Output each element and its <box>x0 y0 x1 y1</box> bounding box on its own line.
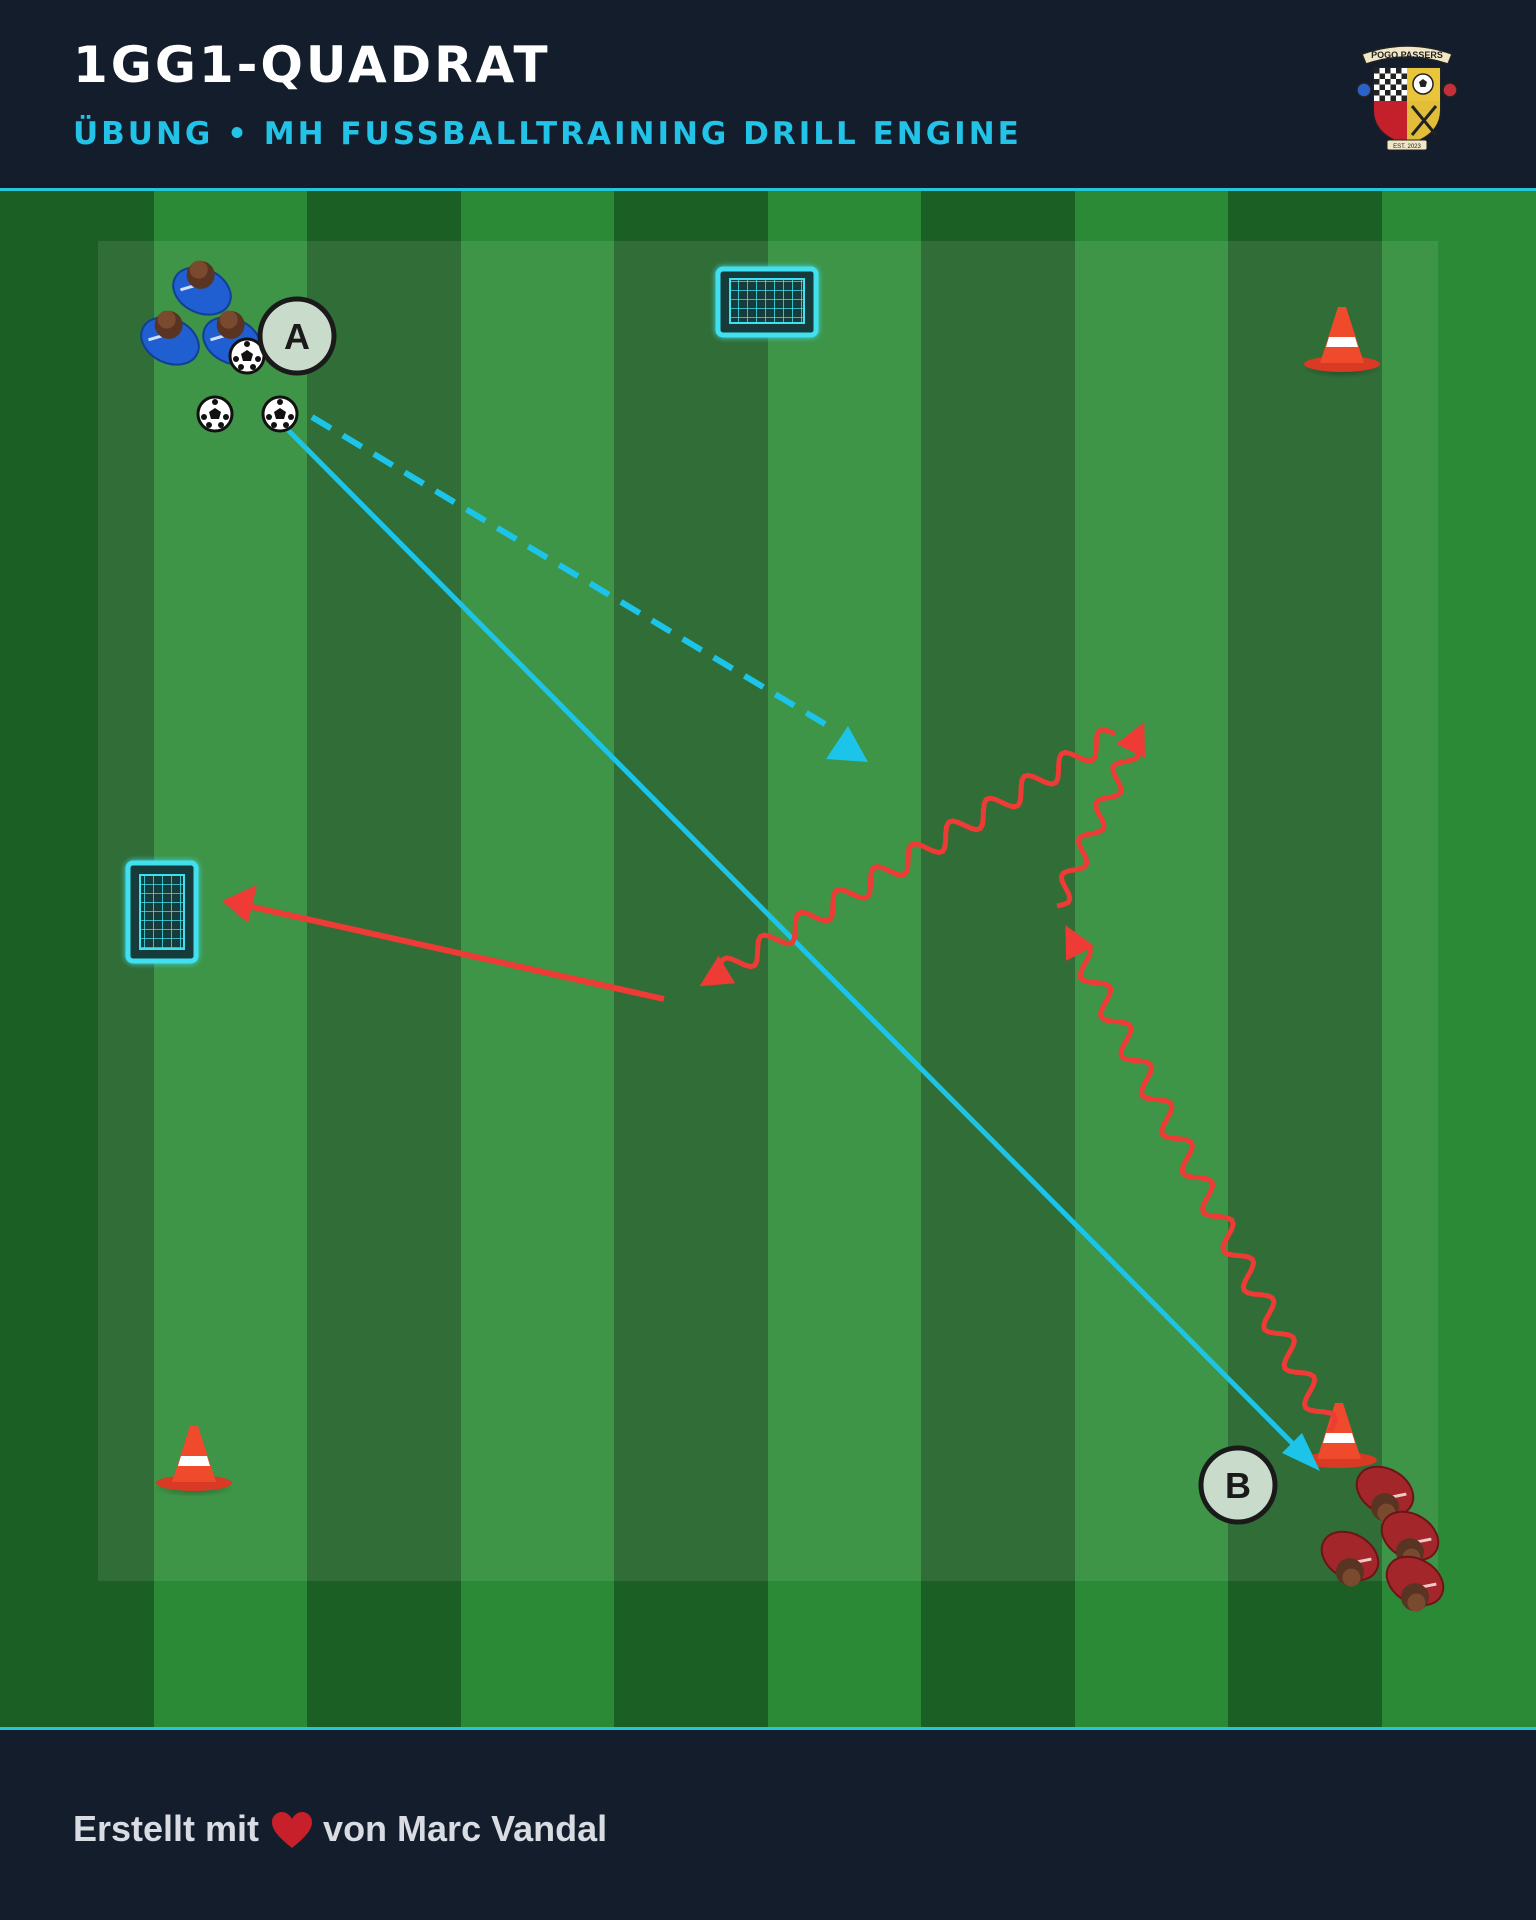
credit-prefix: Erstellt mit <box>73 1808 260 1849</box>
marker-a-label: A <box>284 316 310 357</box>
shot-straight <box>222 885 665 1002</box>
svg-text:EST. 2023: EST. 2023 <box>1393 144 1421 150</box>
marker-a: A <box>257 296 337 376</box>
pass-dashed <box>310 414 868 762</box>
marker-b: B <box>1198 1445 1278 1525</box>
team-b-group <box>1320 1465 1445 1612</box>
cone-bottom-right <box>1301 1403 1377 1468</box>
page-subtitle: ÜBUNG • MH FUSSBALLTRAINING DRILL ENGINE <box>73 116 1022 152</box>
mini-goal-left <box>125 860 199 964</box>
credit-line: Erstellt mit von Marc Vandal <box>73 1808 607 1850</box>
team-a-group <box>140 260 299 433</box>
marker-b-label: B <box>1225 1465 1251 1506</box>
header: 1GG1-QUADRAT ÜBUNG • MH FUSSBALLTRAINING… <box>0 0 1536 191</box>
ball <box>196 395 234 433</box>
pitch-stripes <box>0 191 1536 1727</box>
footer: Erstellt mit von Marc Vandal <box>0 1727 1536 1920</box>
dribble-wavy <box>1056 729 1143 909</box>
credit-suffix: von Marc Vandal <box>323 1808 608 1849</box>
dribble-wavy-arrowhead <box>699 955 736 987</box>
dribble-wavy-arrowhead <box>1065 925 1095 961</box>
player-a <box>140 310 200 366</box>
cone-top-right <box>1302 307 1382 378</box>
dribble-wavy <box>1067 932 1338 1433</box>
cone-bottom-left <box>154 1426 234 1497</box>
player-a <box>172 260 232 316</box>
pitch: A B <box>0 191 1536 1727</box>
club-logo: POGO PASSERS EST. 2023 <box>1356 45 1458 151</box>
heart-icon <box>272 1812 313 1849</box>
dribble-layer <box>699 721 1338 1433</box>
ball <box>261 395 299 433</box>
player-b <box>1320 1530 1380 1587</box>
dribble-wavy-arrowhead <box>1116 721 1146 758</box>
player-b <box>1385 1555 1445 1612</box>
svg-text:POGO PASSERS: POGO PASSERS <box>1371 50 1443 60</box>
dribble-wavy <box>706 727 1117 984</box>
mini-goal-top <box>715 266 819 338</box>
page-title: 1GG1-QUADRAT <box>73 36 551 94</box>
